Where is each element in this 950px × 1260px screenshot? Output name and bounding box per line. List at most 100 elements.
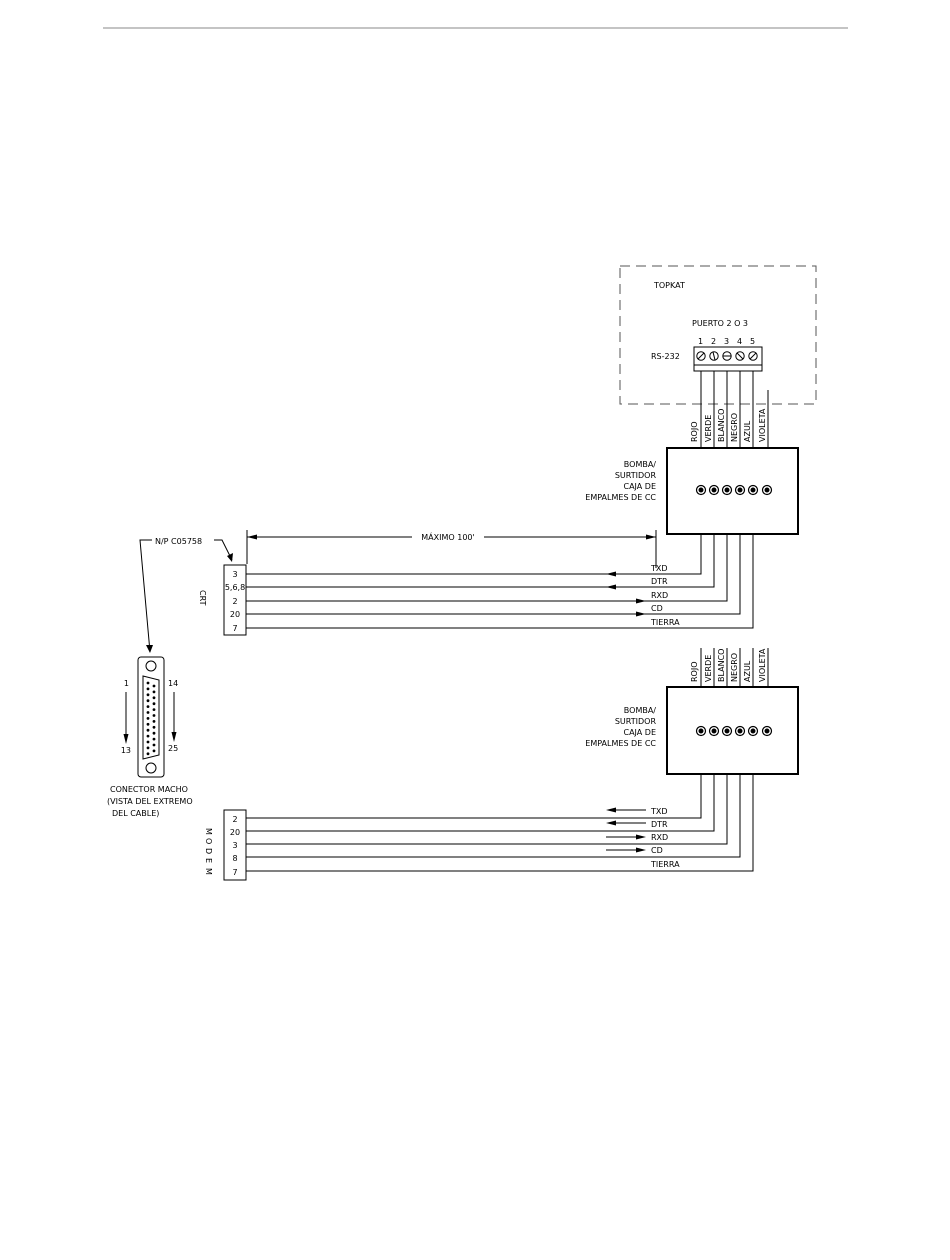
modem-side-letter: D [204,848,213,854]
connector-caption-1: CONECTOR MACHO [110,785,188,794]
terminal-number-5: 5 [750,337,755,346]
modem-side-letter: O [204,838,213,844]
screw-terminal-1 [696,351,706,361]
modem-signal-cd: CD [651,846,663,855]
max-length-label: MÁXIMO 100' [421,531,474,542]
screw-terminal-2 [709,351,719,361]
junction-box-2-label-3: CAJA DE [623,728,656,737]
max-length-dimension [246,530,657,568]
terminal-number-4: 4 [737,337,742,346]
modem-side-letter: M [204,868,213,875]
db25-pin [146,705,150,708]
db25-pin [146,734,150,738]
screw-terminal-5 [748,351,758,361]
crt-pin-1: 3 [232,570,237,579]
modem-signal-txd: TXD [650,807,668,816]
wire-color-rojo: ROJO [690,421,699,442]
db25-pin [152,708,156,711]
wire-colors-top: ROJO VERDE BLANCO NEGRO AZUL VIOLETA [690,408,767,442]
db25-pin [146,722,150,726]
junction-box-1: BOMBA/ SURTIDOR CAJA DE EMPALMES DE CC [585,447,799,535]
db25-pin [146,699,150,703]
junction-box-2-label-4: EMPALMES DE CC [585,739,656,748]
modem-side-letter: M [204,828,213,835]
connector-caption-3: DEL CABLE) [112,809,159,818]
topkat-unit: TOPKAT PUERTO 2 O 3 1 2 3 4 5 RS-232 [619,265,817,405]
connector-caption: CONECTOR MACHO (VISTA DEL EXTREMO DEL CA… [107,785,193,818]
db25-pin [146,752,150,756]
wire-color-azul-2: AZUL [743,660,752,682]
terminal-posts-2 [695,725,773,737]
db25-pin [152,684,156,688]
junction-box-1-label-2: SURTIDOR [615,471,657,480]
topkat-title: TOPKAT [653,281,685,290]
db25-d-outline [142,675,160,760]
db25-pin-1-label: 1 [124,679,129,688]
modem-wires [246,774,754,872]
junction-box-1-border [666,447,799,535]
wire-color-violeta-2: VIOLETA [758,648,767,682]
db25-connector: 1 13 14 25 [121,656,178,778]
db25-pin [152,702,156,706]
connector-caption-2: (VISTA DEL EXTREMO [107,797,193,806]
crt-signal-cd: CD [651,604,663,613]
db25-pin-25-label: 25 [168,744,178,753]
crt-connector: CRT 3 5,6,8 2 20 7 [198,564,247,636]
topkat-to-box-wires [700,371,769,448]
crt-wires [246,534,754,629]
modem-signal-tierra: TIERRA [650,860,680,869]
wire-color-blanco: BLANCO [717,409,726,442]
terminal-number-1: 1 [698,337,703,346]
db25-pin [146,746,150,750]
db25-pin [146,687,150,691]
wire-color-negro-2: NEGRO [730,653,739,682]
modem-pin-5: 7 [232,868,237,877]
terminal-posts-1 [695,484,773,496]
crt-signal-txd: TXD [650,564,668,573]
wire-color-violeta: VIOLETA [758,408,767,442]
db25-pin [152,696,156,700]
crt-pin-2: 5,6,8 [225,583,245,592]
wire-color-negro: NEGRO [730,413,739,442]
modem-pin-4: 8 [232,854,237,863]
db25-pin [152,714,156,717]
db25-pin-14-label: 14 [168,679,178,688]
junction-box-1-label-3: CAJA DE [623,482,656,491]
db25-pin [146,681,150,685]
junction-box-2-label-1: BOMBA/ [624,706,657,715]
modem-pin-1: 2 [232,815,237,824]
junction-box-2-label-2: SURTIDOR [615,717,657,726]
screw-terminal-4 [735,351,745,361]
port-label: PUERTO 2 O 3 [692,319,748,328]
crt-side-label: CRT [198,590,207,606]
junction-box-2: BOMBA/ SURTIDOR CAJA DE EMPALMES DE CC [585,686,799,775]
wire-color-azul: AZUL [743,420,752,442]
topkat-dashed-border [619,265,817,405]
crt-pin-5: 7 [232,624,237,633]
db25-pin [146,728,150,732]
modem-pin-box [223,809,247,881]
part-number-leaders [139,539,233,653]
junction-box-1-label-1: BOMBA/ [624,460,657,469]
db25-top-screw [145,660,157,672]
wire-color-blanco-2: BLANCO [717,649,726,682]
modem-pin-3: 3 [232,841,237,850]
terminal-number-3: 3 [724,337,729,346]
screw-terminal-3 [722,351,732,361]
terminal-number-2: 2 [711,337,716,346]
db25-pin [152,720,156,723]
db25-pin-13-label: 13 [121,746,131,755]
crt-signal-tierra: TIERRA [650,618,680,627]
db25-shell [137,656,165,778]
crt-signal-labels: TXD DTR RXD CD TIERRA [650,564,680,627]
modem-signal-rxd: RXD [651,833,668,842]
db25-pin [152,731,156,735]
db25-bottom-screw [145,762,157,774]
db25-pin [146,711,150,714]
wire-color-verde: VERDE [704,415,713,442]
db25-pin [152,690,156,694]
wire-color-rojo-2: ROJO [690,661,699,682]
